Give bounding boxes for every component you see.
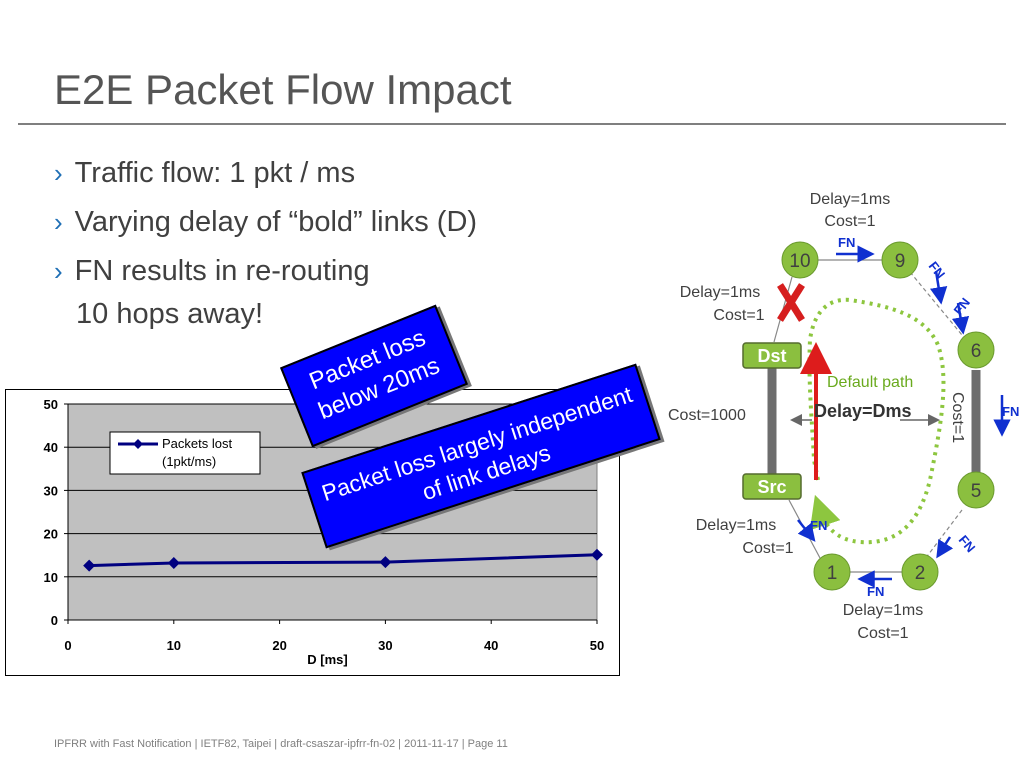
x-tick-label: 50	[590, 638, 604, 653]
node-label: Src	[757, 477, 786, 497]
bullet-1: › Traffic flow: 1 pkt / ms	[54, 157, 355, 190]
series-line	[89, 553, 598, 568]
title-divider	[18, 123, 1006, 125]
label-top-delay: Delay=1ms	[810, 191, 890, 208]
legend-box	[109, 431, 261, 475]
fn-label-9-6: FN	[926, 259, 948, 282]
data-point	[379, 556, 392, 569]
y-tick-label: 30	[44, 483, 58, 498]
y-tick-label: 50	[44, 397, 58, 412]
x-tick-label: 10	[167, 638, 181, 653]
x-tick-label: 20	[272, 638, 286, 653]
failure-cross-icon	[777, 283, 805, 322]
node-label: Dst	[757, 346, 786, 366]
fn-label-right: FN	[1002, 404, 1019, 419]
label-delay-d: Delay=Dms	[814, 401, 912, 421]
slide-footer: IPFRR with Fast Notification | IETF82, T…	[54, 738, 508, 750]
fn-label-bottom: FN	[867, 584, 884, 599]
bullet-text: Varying delay of “bold” links (D)	[74, 206, 478, 238]
fn-label-left: FN	[810, 518, 827, 533]
x-tick-label: 40	[484, 638, 498, 653]
fn-arrow-left	[797, 519, 816, 542]
y-tick-label: 20	[44, 527, 58, 542]
node-label: 5	[971, 481, 982, 502]
y-tick-label: 0	[51, 613, 58, 628]
bullet-chevron-icon: ›	[54, 158, 63, 188]
node-label: 1	[827, 563, 838, 584]
node-5: 5	[957, 471, 995, 509]
label-left-cost: Cost=1	[713, 307, 764, 324]
x-tick-label: 0	[64, 638, 71, 653]
fn-label-5-2: FN	[956, 532, 979, 555]
node-1: 1	[813, 553, 851, 591]
label-cost-1000: Cost=1000	[668, 407, 746, 424]
network-diagram: 10 9 6 5 1 2 Dst Src Delay=1ms Cost=1 De…	[668, 191, 1019, 642]
node-src: Src	[742, 473, 802, 500]
label-bl-cost: Cost=1	[742, 540, 793, 557]
slide-title: E2E Packet Flow Impact	[54, 66, 512, 113]
y-tick-label: 40	[44, 440, 58, 455]
data-point	[167, 556, 180, 569]
node-10: 10	[781, 241, 819, 279]
default-path	[807, 297, 946, 545]
bullet-text: Traffic flow: 1 pkt / ms	[74, 157, 356, 189]
node-dst: Dst	[742, 342, 802, 369]
bullet-text: FN results in re-routing	[74, 255, 370, 287]
label-bottom-cost: Cost=1	[857, 625, 908, 642]
label-bl-delay: Delay=1ms	[696, 517, 776, 534]
fn-arrow-5-2	[936, 536, 954, 559]
label-bottom-delay: Delay=1ms	[843, 602, 923, 619]
fn-arrow-9-6	[929, 270, 948, 305]
link-5-2	[921, 509, 963, 564]
node-2: 2	[901, 553, 939, 591]
bullet-3-continuation: 10 hops away!	[76, 298, 264, 330]
node-label: 6	[971, 341, 982, 362]
label-left-delay: Delay=1ms	[680, 284, 760, 301]
node-label: 9	[895, 251, 906, 272]
fn-label-6: FN	[951, 295, 973, 318]
node-9: 9	[881, 241, 919, 279]
legend-label: (1pkt/ms)	[162, 454, 216, 469]
fn-arrow-6	[951, 302, 970, 335]
label-cost-right: Cost=1	[949, 392, 966, 443]
x-axis-label: D [ms]	[307, 652, 347, 667]
legend-marker	[133, 439, 143, 449]
fn-label-top: FN	[838, 235, 855, 250]
label-top-cost: Cost=1	[824, 213, 875, 230]
node-label: 2	[915, 563, 926, 584]
label-default-path: Default path	[827, 374, 913, 391]
bullet-3: › FN results in re-routing	[54, 255, 370, 288]
data-point	[83, 559, 96, 572]
bullet-chevron-icon: ›	[54, 207, 63, 237]
x-tick-label: 30	[378, 638, 392, 653]
bullet-chevron-icon: ›	[54, 256, 63, 286]
node-label: 10	[789, 251, 810, 272]
y-tick-label: 10	[44, 570, 58, 585]
node-6: 6	[957, 331, 995, 369]
data-point	[591, 548, 603, 561]
legend-label: Packets lost	[162, 436, 232, 451]
bullet-2: › Varying delay of “bold” links (D)	[54, 206, 477, 239]
